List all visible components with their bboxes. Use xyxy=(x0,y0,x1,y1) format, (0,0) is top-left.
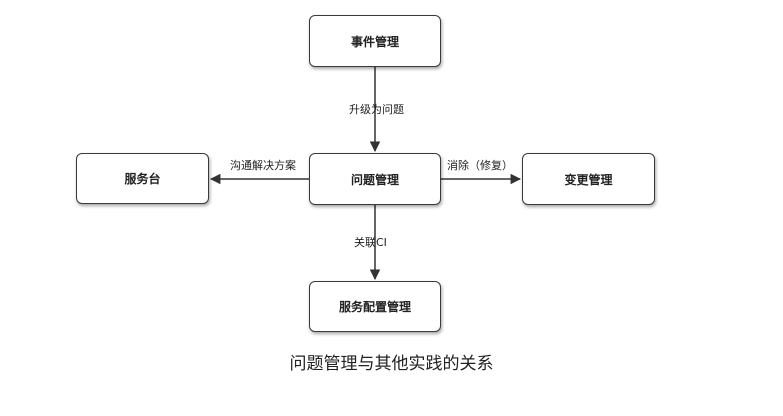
label-communicate-solution: 沟通解决方案 xyxy=(230,159,296,172)
node-label: 服务台 xyxy=(124,172,161,186)
node-label: 问题管理 xyxy=(350,172,399,187)
label-escalate-to-problem: 升级为问题 xyxy=(349,103,404,116)
label-associate-ci: 关联CI xyxy=(354,236,387,249)
node-problem-management: 问题管理 xyxy=(309,153,441,205)
node-service-configuration-management: 服务配置管理 xyxy=(309,281,441,332)
node-label: 事件管理 xyxy=(350,34,399,49)
node-service-desk: 服务台 xyxy=(76,153,209,204)
node-label: 变更管理 xyxy=(564,172,613,187)
node-label: 服务配置管理 xyxy=(338,300,411,314)
label-eliminate-fix: 消除（修复） xyxy=(447,159,513,172)
node-incident-management: 事件管理 xyxy=(309,15,441,67)
figure-caption: 问题管理与其他实践的关系 xyxy=(289,354,494,374)
node-change-management: 变更管理 xyxy=(522,153,655,205)
